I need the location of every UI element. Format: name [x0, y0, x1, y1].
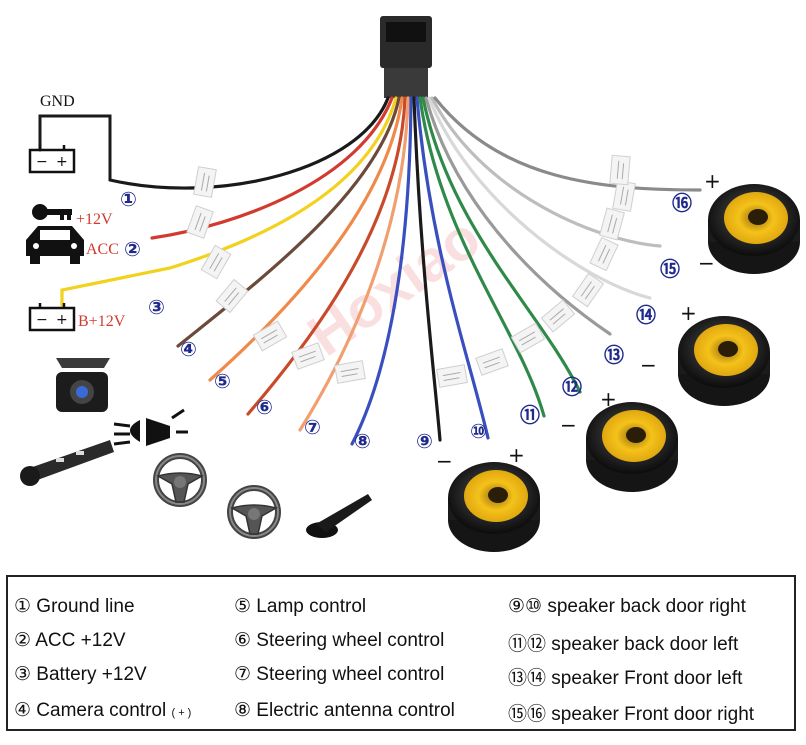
- wire-number: ⑨: [416, 429, 433, 453]
- acc-plus-label: +12V: [76, 211, 113, 228]
- speaker-minus-9: −: [436, 449, 453, 473]
- wire-number: ⑯: [672, 191, 692, 215]
- wire-number: ⑩: [470, 419, 487, 443]
- legend-item: ⑦ Steering wheel control: [234, 664, 445, 685]
- wire-number: ⑥: [256, 395, 273, 419]
- svg-text:−: −: [36, 154, 48, 170]
- wire-number: ⑭: [636, 303, 656, 327]
- speaker-plus-16: +: [704, 169, 721, 193]
- legend-item: ⑪⑫ speaker back door left: [508, 634, 739, 655]
- speaker-minus-15: −: [698, 251, 715, 275]
- svg-text:+: +: [56, 312, 68, 328]
- wire-numbers: ① ② ③ ④ ⑤ ⑥ ⑦ ⑧ ⑨ ⑩ ⑪ ⑫ ⑬ ⑭ ⑮ ⑯: [120, 187, 692, 453]
- speaker-minus-13: −: [640, 353, 657, 377]
- wire-number: ⑤: [214, 369, 231, 393]
- battery-icon: − +: [28, 303, 76, 332]
- wire-number: ②: [124, 237, 141, 261]
- wire-number: ④: [180, 337, 197, 361]
- legend-item: ⑮⑯ speaker Front door right: [508, 704, 755, 725]
- speaker-icon: [586, 402, 678, 492]
- antenna-icon: [306, 494, 372, 538]
- speaker-plus-10: +: [508, 443, 525, 467]
- acc-label: ACC: [86, 241, 119, 258]
- svg-text:+: +: [56, 154, 68, 170]
- key-icon: [32, 204, 72, 220]
- legend-item: ② ACC +12V: [14, 630, 126, 651]
- steering-wheel-icon: [230, 488, 278, 536]
- legend-item: ① Ground line: [14, 596, 135, 617]
- wires: [38, 96, 702, 446]
- wire-number: ⑮: [660, 257, 680, 281]
- wire-number: ⑪: [520, 403, 540, 427]
- legend-item: ⑨⑩ speaker back door right: [508, 596, 746, 617]
- legend-item: ④ Camera control ( + ): [14, 700, 192, 721]
- connector-icon: [380, 16, 432, 98]
- wire-number: ⑦: [304, 415, 321, 439]
- speaker-icon: [708, 184, 800, 274]
- legend-item: ⑧ Electric antenna control: [234, 700, 455, 721]
- headlamp-icon: [113, 408, 188, 446]
- wiring-diagram: Hoxiao: [20, 16, 800, 552]
- speaker-plus-12: +: [600, 387, 617, 411]
- wire-number: ⑧: [354, 429, 371, 453]
- legend-item: ⑤ Lamp control: [234, 596, 367, 617]
- battery-icon: − +: [28, 145, 76, 174]
- speaker-icon: [448, 462, 540, 552]
- stalk-icon: [20, 440, 114, 486]
- wire-number: ⑫: [562, 375, 582, 399]
- svg-text:−: −: [36, 312, 48, 328]
- legend-item: ③ Battery +12V: [14, 664, 147, 685]
- legend-item: ⑥ Steering wheel control: [234, 630, 445, 651]
- camera-icon: [56, 358, 110, 412]
- car-icon: [26, 226, 84, 264]
- wire-number: ③: [148, 295, 165, 319]
- battery-label: B+12V: [78, 313, 126, 330]
- speaker-minus-11: −: [560, 413, 577, 437]
- legend-item: ⑬⑭ speaker Front door left: [508, 668, 743, 689]
- speaker-icon: [678, 316, 770, 406]
- wire-number: ⑬: [604, 343, 624, 367]
- legend-box: ① Ground line ② ACC +12V ③ Battery +12V …: [6, 575, 796, 731]
- speaker-plus-14: +: [680, 301, 697, 325]
- steering-wheel-icon: [156, 456, 204, 504]
- wire-number: ①: [120, 187, 137, 211]
- gnd-label: GND: [40, 93, 75, 110]
